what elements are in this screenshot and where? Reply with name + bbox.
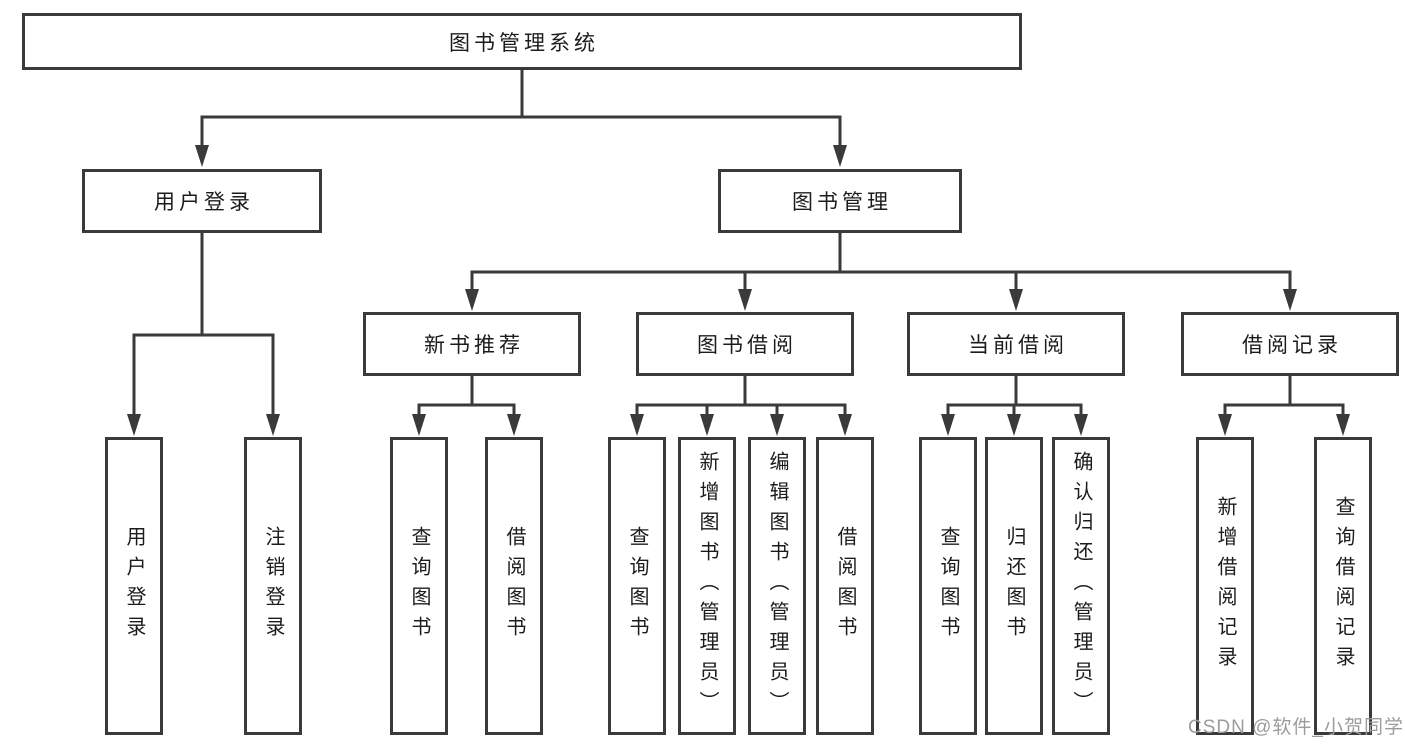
node-leaf-logout: 注销登录 xyxy=(244,437,302,735)
node-root: 图书管理系统 xyxy=(22,13,1022,70)
node-label-branch-user-login: 用户登录 xyxy=(154,191,254,214)
node-label-leaf-confirm-return: 确认归还（管理员） xyxy=(1070,451,1092,721)
node-label-leaf-user-login: 用户登录 xyxy=(123,526,145,646)
node-label-root: 图书管理系统 xyxy=(449,31,599,55)
node-leaf-query-books-2: 查询图书 xyxy=(608,437,666,735)
node-label-leaf-query-books-3: 查询图书 xyxy=(937,526,959,646)
node-leaf-return-books: 归还图书 xyxy=(985,437,1043,735)
node-label-leaf-query-books-1: 查询图书 xyxy=(408,526,430,646)
node-branch-current-borrow: 当前借阅 xyxy=(907,312,1125,376)
node-label-branch-borrow-records: 借阅记录 xyxy=(1242,334,1342,357)
node-branch-user-login: 用户登录 xyxy=(82,169,322,233)
node-label-branch-current-borrow: 当前借阅 xyxy=(968,334,1068,357)
node-leaf-edit-books: 编辑图书（管理员） xyxy=(748,437,806,735)
node-label-leaf-logout: 注销登录 xyxy=(262,526,284,646)
node-label-leaf-borrow-books-2: 借阅图书 xyxy=(834,526,856,646)
node-branch-new-book-rec: 新书推荐 xyxy=(363,312,581,376)
node-label-branch-new-book-rec: 新书推荐 xyxy=(424,334,524,357)
node-branch-book-borrow: 图书借阅 xyxy=(636,312,854,376)
node-label-leaf-query-books-2: 查询图书 xyxy=(626,526,648,646)
node-label-leaf-borrow-books-1: 借阅图书 xyxy=(503,526,525,646)
node-label-branch-book-borrow: 图书借阅 xyxy=(697,334,797,357)
node-branch-book-mgmt: 图书管理 xyxy=(718,169,962,233)
node-leaf-confirm-return: 确认归还（管理员） xyxy=(1052,437,1110,735)
node-label-leaf-query-record: 查询借阅记录 xyxy=(1332,496,1354,676)
node-leaf-borrow-books-1: 借阅图书 xyxy=(485,437,543,735)
node-label-branch-book-mgmt: 图书管理 xyxy=(792,191,892,214)
node-leaf-query-record: 查询借阅记录 xyxy=(1314,437,1372,735)
node-leaf-add-record: 新增借阅记录 xyxy=(1196,437,1254,735)
node-leaf-query-books-1: 查询图书 xyxy=(390,437,448,735)
node-label-leaf-add-books: 新增图书（管理员） xyxy=(696,451,718,721)
node-label-leaf-edit-books: 编辑图书（管理员） xyxy=(766,451,788,721)
node-leaf-user-login: 用户登录 xyxy=(105,437,163,735)
node-leaf-query-books-3: 查询图书 xyxy=(919,437,977,735)
node-branch-borrow-records: 借阅记录 xyxy=(1181,312,1399,376)
node-label-leaf-return-books: 归还图书 xyxy=(1003,526,1025,646)
node-label-leaf-add-record: 新增借阅记录 xyxy=(1214,496,1236,676)
node-leaf-borrow-books-2: 借阅图书 xyxy=(816,437,874,735)
node-leaf-add-books: 新增图书（管理员） xyxy=(678,437,736,735)
